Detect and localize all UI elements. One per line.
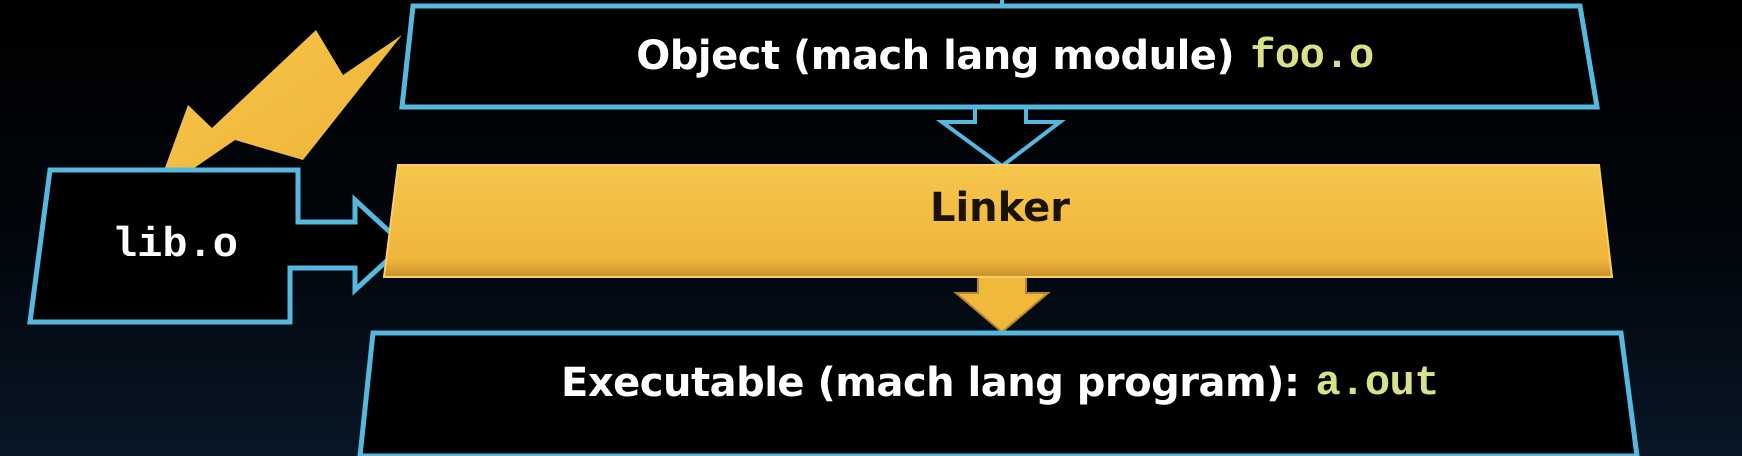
callout-burst [155,30,402,195]
executable-file-name: a.out [1315,359,1439,407]
executable-box [357,330,1640,456]
linker-label: Linker [400,168,1600,248]
executable-box-title: Executable (mach lang program): [561,360,1300,406]
library-box-label: lib.o [55,215,295,275]
object-box-label: Object (mach lang module) foo.o [420,14,1590,98]
linker-box [382,164,1614,278]
object-to-linker-arrow-shape [935,104,1066,169]
library-file-name: lib.o [111,221,239,269]
object-box [399,3,1600,110]
library-box [27,167,408,325]
linker-title: Linker [929,185,1071,231]
executable-box-label: Executable (mach lang program): a.out [380,338,1620,428]
object-box-title: Object (mach lang module) [636,33,1235,79]
object-file-name: foo.o [1250,32,1374,80]
